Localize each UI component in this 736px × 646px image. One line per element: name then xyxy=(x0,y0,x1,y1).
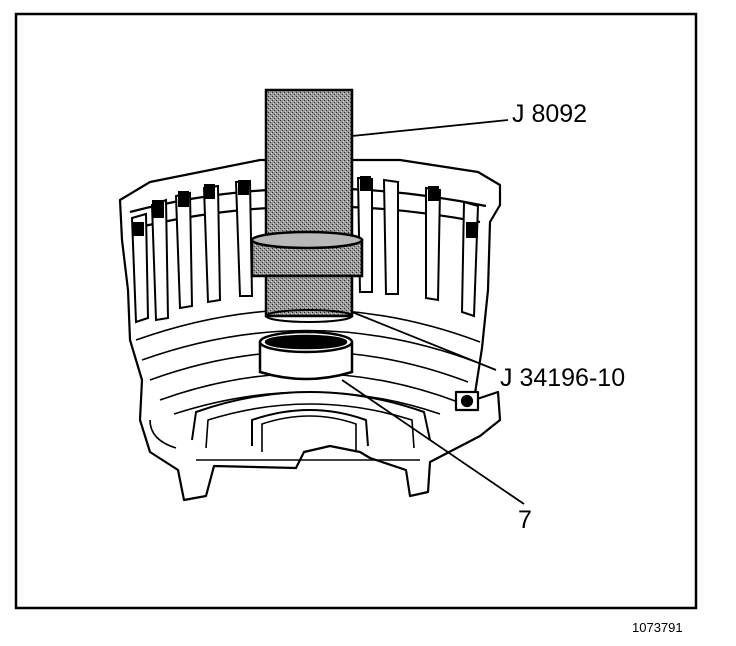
tool-rod-handle xyxy=(264,88,354,242)
tool-collar xyxy=(250,230,364,278)
leader-tool-rod xyxy=(351,119,509,137)
callout-tool-rod: J 8092 xyxy=(512,100,588,128)
leader-tool-installer xyxy=(351,311,497,371)
leader-lines xyxy=(341,119,525,505)
spline-tabs xyxy=(132,176,478,238)
figure-frame xyxy=(14,12,698,610)
leader-bushing xyxy=(341,379,525,505)
bushing-part xyxy=(258,330,354,381)
callout-tool-installer: J 34196-10 xyxy=(500,364,626,392)
callout-part-number: 7 xyxy=(518,506,532,534)
figure-id: 1073791 xyxy=(632,620,683,635)
